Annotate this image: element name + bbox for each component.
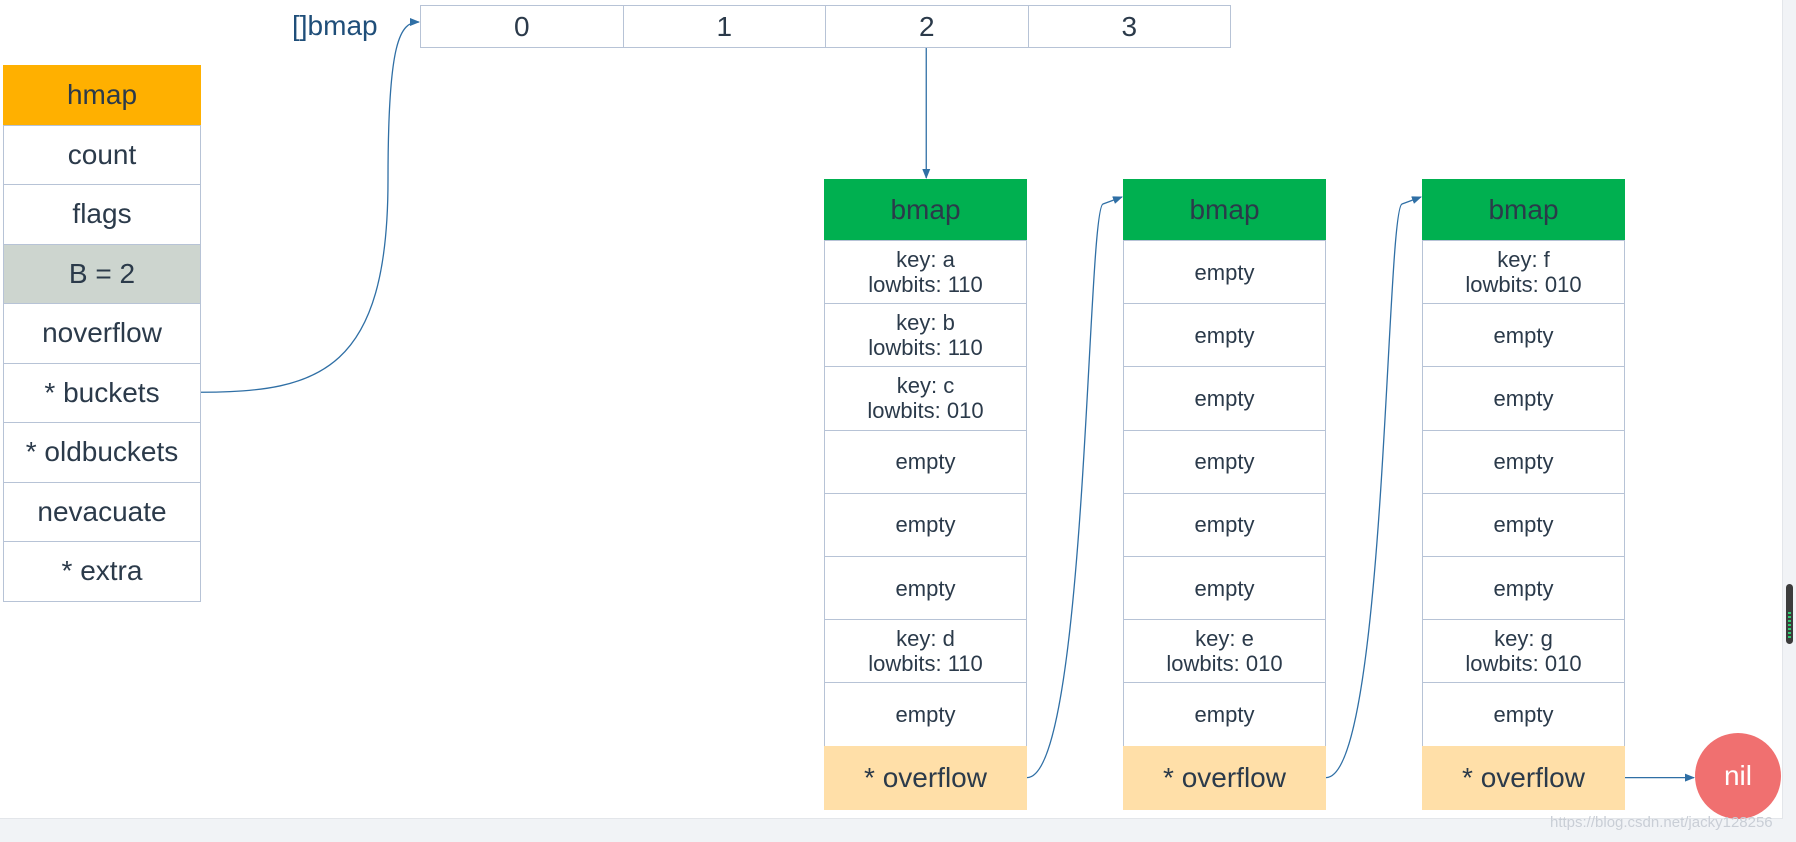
bmap-slot: key: b lowbits: 110 — [824, 303, 1027, 368]
bmap-slot: empty — [1422, 429, 1625, 494]
bucket-array-label: []bmap — [292, 10, 378, 41]
bmap-slot: key: d lowbits: 110 — [824, 619, 1027, 684]
bmap-slot: empty — [1422, 366, 1625, 431]
bmap-slot: key: e lowbits: 010 — [1123, 619, 1326, 684]
overflow-chain-arrow — [1026, 196, 1123, 779]
bmap-slot: empty — [1123, 303, 1326, 368]
bmap-header: bmap — [1123, 179, 1326, 240]
hmap-field: flags — [3, 184, 201, 245]
overflow-chain-arrow — [1325, 196, 1422, 779]
bmap-slot: empty — [824, 492, 1027, 557]
bmap-header: bmap — [1422, 179, 1625, 240]
hmap-field: count — [3, 124, 201, 185]
hmap-field: * oldbuckets — [3, 422, 201, 483]
buckets-pointer-arrow — [200, 18, 420, 393]
bmap-overflow-pointer: * overflow — [1123, 745, 1326, 810]
hmap-field: * buckets — [3, 362, 201, 423]
bucket-array-slot: 3 — [1027, 5, 1231, 48]
bmap-slot: empty — [1123, 240, 1326, 305]
nil-node: nil — [1695, 733, 1781, 819]
bmap-slot: key: a lowbits: 110 — [824, 240, 1027, 305]
watermark: https://blog.csdn.net/jacky128256 — [1550, 814, 1773, 831]
bucket-array-slot: 1 — [622, 5, 826, 48]
scrollbar-indicator — [1788, 612, 1791, 640]
bmap-slot: empty — [1422, 682, 1625, 747]
bmap-slot: empty — [1422, 556, 1625, 621]
bmap-slot: empty — [1422, 303, 1625, 368]
bmap-slot: key: f lowbits: 010 — [1422, 240, 1625, 305]
bmap-header: bmap — [824, 179, 1027, 240]
bmap-slot: empty — [824, 682, 1027, 747]
bmap-overflow-pointer: * overflow — [824, 745, 1027, 810]
bmap-overflow-pointer: * overflow — [1422, 745, 1625, 810]
bucket-array-slot: 0 — [420, 5, 624, 48]
hmap-field: B = 2 — [3, 243, 201, 304]
bmap-slot: empty — [1422, 492, 1625, 557]
bmap-slot: key: g lowbits: 010 — [1422, 619, 1625, 684]
hmap-field: * extra — [3, 541, 201, 602]
bucket-array-slot: 2 — [825, 5, 1029, 48]
hmap-header: hmap — [3, 65, 201, 126]
hmap-field: nevacuate — [3, 481, 201, 542]
bmap-slot: empty — [1123, 492, 1326, 557]
